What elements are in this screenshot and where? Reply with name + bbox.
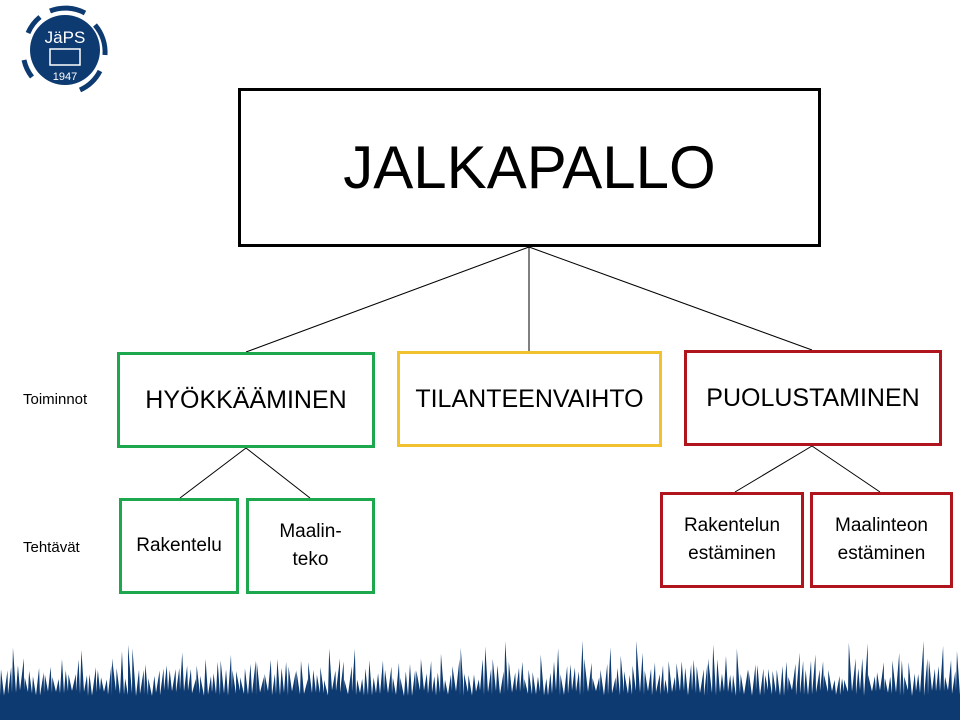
line-to-rakentelun-estaminen bbox=[734, 445, 813, 493]
grass-silhouette bbox=[0, 640, 960, 720]
node-rakentelu: Rakentelu bbox=[119, 498, 239, 594]
line-to-attack bbox=[245, 246, 530, 353]
row-label-actions: Toiminnot bbox=[23, 391, 88, 408]
grass bbox=[0, 640, 960, 720]
row-label-tasks: Tehtävät bbox=[23, 539, 80, 556]
node-maalinteon-estaminen: Maalinteon estäminen bbox=[810, 492, 953, 588]
line-to-maalinteko bbox=[245, 447, 311, 499]
node-tilanteenvaihto: TILANTEENVAIHTO bbox=[397, 351, 662, 447]
node-hyokkaaminen: HYÖKKÄÄMINEN bbox=[117, 352, 375, 448]
root-node-jalkapallo: JALKAPALLO bbox=[238, 88, 821, 247]
svg-text:JäPS: JäPS bbox=[45, 28, 86, 47]
svg-text:1947: 1947 bbox=[53, 71, 77, 83]
japs-logo: JäPS 1947 bbox=[21, 5, 108, 93]
node-puolustaminen: PUOLUSTAMINEN bbox=[684, 350, 942, 446]
line-to-rakentelu bbox=[179, 447, 247, 499]
node-rakentelun-estaminen: Rakentelun estäminen bbox=[660, 492, 804, 588]
node-maalinteko: Maalin- teko bbox=[246, 498, 375, 594]
line-to-defense bbox=[528, 246, 813, 351]
line-to-maalinteon-estaminen bbox=[811, 445, 881, 493]
